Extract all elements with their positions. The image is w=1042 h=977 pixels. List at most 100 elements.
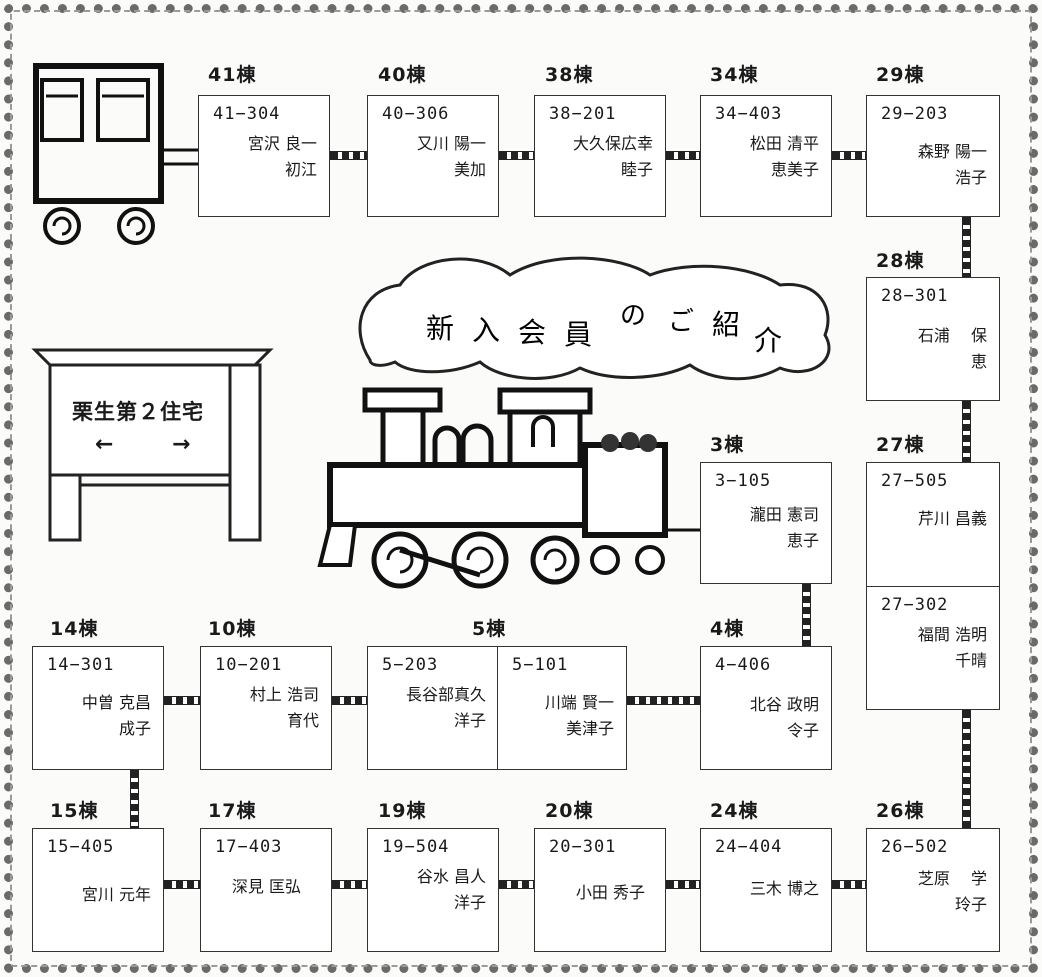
sign-arrow-right: → — [172, 432, 192, 457]
room-number: 5−203 — [382, 655, 439, 675]
room-number: 28−301 — [881, 286, 949, 306]
resident-name: 美津子 — [565, 719, 614, 738]
connector — [832, 151, 866, 160]
resident-name: 瀧田 憲司 — [749, 505, 819, 524]
building-label: 38棟 — [545, 64, 594, 86]
building-label: 14棟 — [50, 618, 99, 640]
room-number: 27−505 — [881, 471, 949, 491]
connector — [666, 151, 700, 160]
resident-card-34: 34−403 松田 清平 恵美子 — [700, 95, 832, 217]
title-char: ご — [668, 307, 694, 337]
building-label: 40棟 — [378, 64, 427, 86]
resident-name: 睦子 — [620, 160, 653, 179]
building-label: 27棟 — [876, 434, 925, 456]
title-char: 介 — [754, 324, 782, 357]
building-label: 29棟 — [876, 64, 925, 86]
building-label: 17棟 — [208, 800, 257, 822]
room-number: 24−404 — [715, 837, 783, 857]
resident-name: 恵子 — [786, 531, 819, 550]
resident-card-10: 10−201 村上 浩司 育代 — [200, 646, 332, 770]
connector — [164, 696, 200, 705]
room-number: 29−203 — [881, 104, 949, 124]
building-label: 34棟 — [710, 64, 759, 86]
building-label: 3棟 — [710, 434, 745, 456]
connector — [130, 770, 139, 828]
connector — [330, 151, 367, 160]
connector — [962, 401, 971, 462]
room-number: 38−201 — [549, 104, 617, 124]
connector — [962, 217, 971, 277]
resident-name: 育代 — [286, 711, 319, 730]
resident-name: 長谷部真久 — [405, 685, 486, 704]
resident-name: 森野 陽一 — [917, 142, 987, 161]
title-char: の — [620, 301, 646, 331]
room-number: 40−306 — [382, 104, 450, 124]
resident-card-17: 17−403 深見 匡弘 — [200, 828, 332, 952]
title-char: 員 — [564, 318, 592, 351]
title-char: 新 — [426, 312, 454, 345]
building-label: 19棟 — [378, 800, 427, 822]
resident-name: 令子 — [786, 721, 819, 740]
building-label: 24棟 — [710, 800, 759, 822]
resident-name: 大久保広幸 — [572, 134, 653, 153]
sign-title: 栗生第２住宅 — [72, 400, 204, 424]
resident-name: 洋子 — [453, 711, 486, 730]
signboard — [31, 348, 274, 542]
building-label: 41棟 — [208, 64, 257, 86]
room-number: 26−502 — [881, 837, 949, 857]
resident-card-15: 15−405 宮川 元年 — [32, 828, 164, 952]
connector — [164, 880, 200, 889]
resident-card-3: 3−105 瀧田 憲司 恵子 — [700, 462, 832, 584]
room-number: 14−301 — [47, 655, 115, 675]
locomotive-illustration — [317, 387, 700, 589]
resident-name: 松田 清平 — [749, 134, 819, 153]
resident-card-40: 40−306 又川 陽一 美加 — [367, 95, 499, 217]
resident-name: 深見 匡弘 — [231, 877, 301, 896]
steam-cloud — [358, 256, 831, 381]
room-number: 41−304 — [213, 104, 281, 124]
resident-name: 中曽 克昌 — [81, 693, 151, 712]
page-title: 新 入 会 員 の ご 紹 介 — [426, 301, 782, 357]
resident-name: 美加 — [453, 160, 486, 179]
room-number: 10−201 — [215, 655, 283, 675]
resident-name: 石浦 保 — [917, 326, 987, 345]
room-number: 27−302 — [881, 595, 949, 615]
resident-name: 宮川 元年 — [81, 885, 151, 904]
resident-card-20: 20−301 小田 秀子 — [534, 828, 666, 952]
resident-name: 村上 浩司 — [249, 685, 319, 704]
resident-card-27-302: 27−302 福間 浩明 千晴 — [866, 586, 1000, 710]
resident-card-4: 4−406 北谷 政明 令子 — [700, 646, 832, 770]
resident-name: 又川 陽一 — [416, 134, 486, 153]
resident-card-5-203: 5−203 長谷部真久 洋子 — [367, 646, 499, 770]
resident-card-41: 41−304 宮沢 良一 初江 — [198, 95, 330, 217]
resident-name: 千晴 — [954, 651, 987, 670]
connector — [666, 880, 700, 889]
connector — [332, 880, 367, 889]
building-label: 10棟 — [208, 618, 257, 640]
building-label: 4棟 — [710, 618, 745, 640]
resident-name: 川端 賢一 — [544, 693, 614, 712]
title-char: 会 — [518, 316, 546, 349]
resident-name: 恵美子 — [770, 160, 819, 179]
title-char: 入 — [472, 314, 500, 347]
resident-card-29: 29−203 森野 陽一 浩子 — [866, 95, 1000, 217]
resident-card-5-101: 5−101 川端 賢一 美津子 — [497, 646, 627, 770]
resident-card-24: 24−404 三木 博之 — [700, 828, 832, 952]
resident-name: 谷水 昌人 — [416, 867, 486, 886]
room-number: 20−301 — [549, 837, 617, 857]
sign-arrow-left: ← — [95, 432, 115, 457]
connector — [499, 880, 534, 889]
connector — [627, 696, 700, 705]
resident-card-38: 38−201 大久保広幸 睦子 — [534, 95, 666, 217]
connector — [802, 584, 811, 646]
title-char: 紹 — [712, 308, 740, 341]
connector — [832, 880, 866, 889]
resident-card-14: 14−301 中曽 克昌 成子 — [32, 646, 164, 770]
resident-name: 三木 博之 — [749, 879, 819, 898]
resident-name: 小田 秀子 — [575, 883, 645, 902]
resident-name: 初江 — [284, 160, 317, 179]
room-number: 19−504 — [382, 837, 450, 857]
resident-name: 洋子 — [453, 893, 486, 912]
resident-name: 芝原 学 — [917, 869, 987, 888]
resident-card-26: 26−502 芝原 学 玲子 — [866, 828, 1000, 952]
